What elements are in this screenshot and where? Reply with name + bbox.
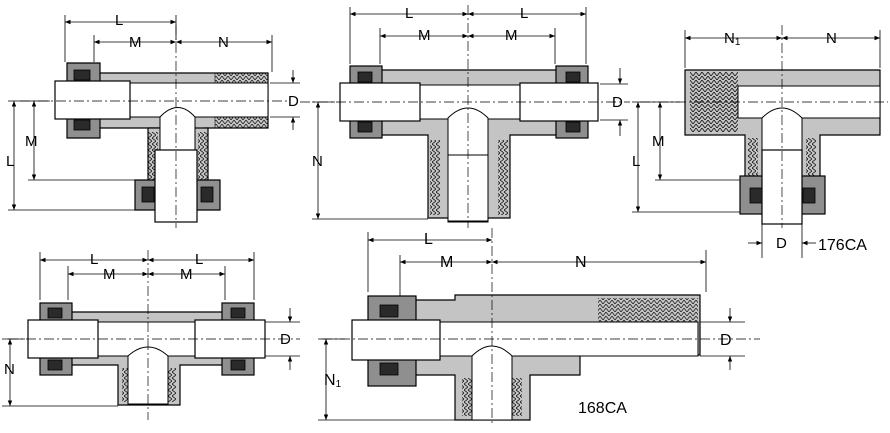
- fig1-L-side-label: L: [6, 153, 14, 170]
- figure-4-female-branch-tee: L L M M D N: [2, 250, 300, 420]
- fig4-D-label: D: [280, 331, 291, 348]
- fig3-L-label: L: [632, 153, 640, 170]
- fig2-L-left-label: L: [405, 5, 413, 22]
- fig2-D-label: D: [612, 94, 623, 111]
- fig3-N-label: N: [826, 30, 837, 47]
- fig5-M-label: M: [440, 254, 453, 271]
- fig2-M-right-label: M: [505, 27, 518, 44]
- fig1-N-label: N: [218, 34, 229, 51]
- fig3-caption: 176CA: [818, 237, 867, 254]
- figure-3-176CA: N1 N M L D 176CA: [632, 25, 888, 258]
- fig5-caption: 168CA: [578, 400, 627, 417]
- fig1-M-side-label: M: [25, 133, 38, 150]
- fig4-L-right-label: L: [195, 251, 203, 268]
- fig1-M-top-label: M: [129, 34, 142, 51]
- fig1-L-top-label: L: [115, 12, 123, 29]
- fig3-M-label: M: [652, 133, 665, 150]
- fig4-M-left-label: M: [103, 266, 116, 283]
- figure-1-male-branch-tee: L M N D L M: [6, 12, 300, 228]
- fig4-N-label: N: [4, 361, 15, 378]
- fig4-M-right-label: M: [180, 266, 193, 283]
- fig2-N-label: N: [312, 153, 323, 170]
- fig3-N1-label: N1: [724, 30, 741, 48]
- fig5-N-label: N: [575, 254, 587, 271]
- figure-5-168CA: L M N D N1 168CA: [318, 228, 760, 425]
- fig5-N1-label: N1: [324, 372, 342, 390]
- figure-2-female-branch-tee: L L M M D N: [300, 5, 630, 228]
- fig5-L-label: L: [424, 231, 433, 248]
- fig2-M-left-label: M: [418, 27, 431, 44]
- fig4-L-left-label: L: [90, 251, 98, 268]
- fig1-D-label: D: [288, 93, 299, 110]
- fig2-L-right-label: L: [520, 5, 528, 22]
- fig3-D-label: D: [776, 235, 787, 252]
- fig5-D-label: D: [720, 332, 732, 349]
